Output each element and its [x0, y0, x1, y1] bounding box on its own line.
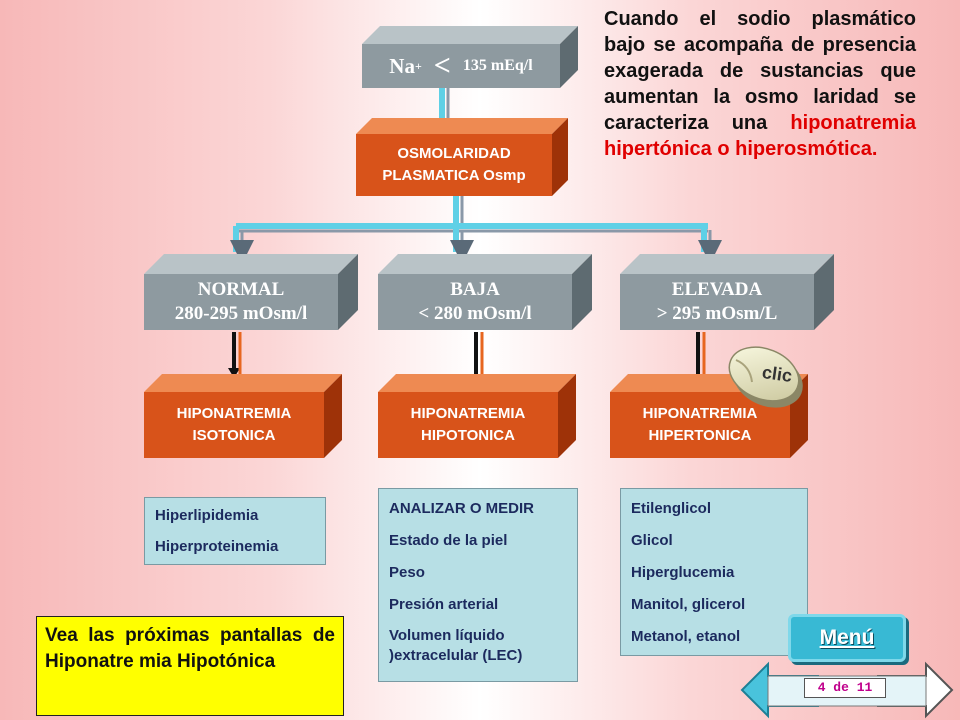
- page-indicator-text: 4 de 11: [817, 680, 873, 695]
- description-highlight: hiponatremia hipertónica o hiperosmótica…: [604, 112, 916, 160]
- level-low-box: BAJA < 280 mOsm/l: [378, 254, 592, 330]
- outcome-line2: HIPERTONICA: [648, 427, 752, 444]
- list-item: Presión arterial: [389, 596, 499, 613]
- level-normal-box: NORMAL 280-295 mOsm/l: [144, 254, 358, 330]
- nav-arrows: [740, 661, 954, 719]
- level-range: > 295 mOsm/L: [656, 303, 778, 324]
- level-range: < 280 mOsm/l: [418, 303, 532, 324]
- level-range: 280-295 mOsm/l: [174, 303, 308, 324]
- sodium-charge: +: [414, 58, 422, 73]
- sodium-threshold: 135 mEq/l: [462, 57, 533, 74]
- list-item: Peso: [389, 564, 425, 581]
- clic-mouse-icon[interactable]: clic: [722, 340, 806, 414]
- outcome-line2: HIPOTONICA: [421, 427, 515, 444]
- osmolarity-line2: PLASMATICA Osmp: [382, 167, 526, 184]
- list-item: Manitol, glicerol: [631, 596, 746, 613]
- less-than-operator: <: [433, 49, 451, 82]
- list-item: Hiperproteinemia: [155, 538, 279, 555]
- list-item: Hiperglucemia: [631, 564, 735, 581]
- sodium-label: Na: [389, 53, 415, 78]
- menu-button[interactable]: Menú: [788, 614, 906, 662]
- outcome-hypotonic-box: HIPONATREMIA HIPOTONICA: [378, 374, 576, 458]
- level-title: BAJA: [450, 279, 500, 300]
- list-item: Glicol: [631, 532, 673, 549]
- menu-label: Menú: [819, 626, 875, 649]
- clic-label: clic: [760, 362, 794, 386]
- description-paragraph: Cuando el sodio plasmático bajo se acomp…: [604, 6, 916, 162]
- note-text: Vea las próximas pantallas de Hiponatre …: [45, 625, 335, 672]
- outcome-line1: HIPONATREMIA: [176, 405, 292, 422]
- page-indicator: 4 de 11: [804, 678, 886, 698]
- level-title: NORMAL: [197, 279, 285, 300]
- outcome-isotonic-box: HIPONATREMIA ISOTONICA: [144, 374, 342, 458]
- mouse-icon: [728, 346, 803, 408]
- list-item: Metanol, etanol: [631, 628, 741, 645]
- list-item: Etilenglicol: [631, 500, 712, 517]
- osmolarity-line1: OSMOLARIDAD: [397, 145, 511, 162]
- sodium-threshold-box: Na+ < 135 mEq/l: [362, 26, 578, 88]
- outcome-line1: HIPONATREMIA: [642, 405, 758, 422]
- hypertonic-causes-list: Etilenglicol Glicol Hiperglucemia Manito…: [620, 488, 808, 656]
- outcome-line2: ISOTONICA: [192, 427, 276, 444]
- description-text: Cuando el sodio plasmático bajo se acomp…: [604, 8, 916, 134]
- osmolarity-box: OSMOLARIDAD PLASMATICA Osmp: [356, 118, 568, 196]
- level-high-box: ELEVADA > 295 mOsm/L: [620, 254, 834, 330]
- list-item: ANALIZAR O MEDIR: [389, 500, 534, 517]
- list-item: Volumen líquido )extracelular (LEC): [389, 627, 523, 664]
- level-title: ELEVADA: [671, 279, 763, 300]
- hypotonic-checklist: ANALIZAR O MEDIR Estado de la piel Peso …: [378, 488, 578, 682]
- list-item: Hiperlipidemia: [155, 507, 259, 524]
- isotonic-causes-list: Hiperlipidemia Hiperproteinemia: [144, 497, 326, 565]
- next-screens-note: Vea las próximas pantallas de Hiponatre …: [36, 616, 344, 716]
- list-item: Estado de la piel: [389, 532, 508, 549]
- outcome-line1: HIPONATREMIA: [410, 405, 526, 422]
